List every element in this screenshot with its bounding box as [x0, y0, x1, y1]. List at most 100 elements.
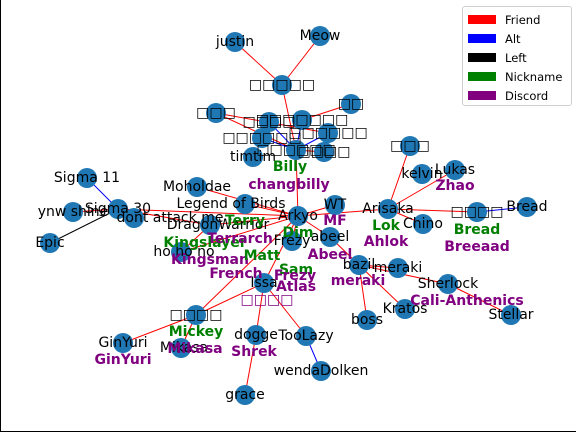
node-label-wt: WT [324, 197, 347, 213]
node-label-wendadolken: wendaDolken [274, 363, 369, 379]
node-box6 [252, 128, 272, 148]
node-label-justin: justin [215, 34, 254, 50]
node-arisaka [378, 199, 398, 219]
node-label-box3: □□ [338, 96, 364, 112]
node-dont [124, 208, 144, 228]
node-lukas [445, 160, 465, 180]
node-label-meow: Meow [300, 28, 341, 44]
node-issa [254, 273, 274, 293]
node-box11 [467, 202, 487, 222]
annotation-discord: MF [323, 213, 347, 229]
node-label-box12: □□□□ [170, 307, 223, 323]
annotation-discord: French [209, 266, 262, 282]
legend-item-nickname: Nickname [468, 67, 571, 86]
node-label-meraki: meraki [374, 260, 423, 276]
annotation-discord: Terrarch [207, 231, 273, 247]
edge-sherlock-stellar [447, 283, 512, 316]
annotation-discord: Breeaad [444, 239, 509, 255]
node-ginyuri [113, 333, 133, 353]
annotation-discord: GinYuri [94, 352, 151, 368]
node-sigma11 [77, 168, 97, 188]
node-box12 [186, 305, 206, 325]
node-label-sherlock: Sherlock [418, 276, 479, 292]
annotations-layer: BillychangbillyTerryZhaoMFDimKingslayerK… [94, 159, 523, 368]
node-label-dont: dont attack me [117, 210, 224, 226]
annotation-nickname: Kingslayer [163, 235, 246, 251]
node-label-mikasa: Mikasa [160, 340, 208, 356]
node-wt [325, 195, 345, 215]
node-box10 [400, 136, 420, 156]
annotation-discord: Ahlok [364, 234, 409, 250]
legend-label-nickname: Nickname [505, 69, 563, 84]
edge-hohono-arkyo [180, 215, 299, 253]
edge-bazil-kratos [358, 264, 406, 310]
node-label-hohono: ho ho no [153, 244, 214, 260]
node-label-stellar: Stellar [488, 307, 533, 323]
node-box7 [318, 123, 338, 143]
node-bread [517, 197, 537, 217]
edge-issa-box12 [195, 282, 265, 316]
node-label-sigma30: Sigma 30 [85, 201, 151, 217]
node-label-sigma11: Sigma 11 [54, 170, 120, 186]
node-hohono [171, 242, 191, 262]
node-dragonwarrior [200, 215, 220, 235]
node-box2 [206, 103, 226, 123]
legend-label-friend: Friend [505, 12, 541, 27]
edge-arisaka-lukas [387, 169, 456, 210]
edge-arisaka-box11 [387, 208, 478, 213]
node-label-box8: □□□□ [243, 114, 296, 130]
node-label-chino: Chino [403, 216, 443, 232]
annotation-discord: Zhao [435, 178, 475, 194]
edge-meow-box1 [281, 35, 321, 86]
node-box9 [314, 142, 334, 162]
node-box4 [292, 110, 312, 130]
legend-item-alt: Alt [468, 29, 571, 48]
node-sigma30 [108, 199, 128, 219]
annotation-discord: Cali-Anthenics [410, 293, 523, 309]
node-box8 [259, 112, 279, 132]
annotation-discord: meraki [331, 273, 386, 289]
node-meow [310, 26, 330, 46]
edge-box1-box5 [281, 84, 297, 151]
node-kratos [395, 299, 415, 319]
edge-dragonwarrior-arkyo [209, 215, 299, 226]
legend-swatch-nickname [468, 72, 496, 81]
node-label-epic: Epic [35, 235, 64, 251]
node-label-box9: □□□□ [298, 144, 351, 160]
legend-item-friend: Friend [468, 10, 571, 29]
annotation-nickname: Sam [279, 262, 313, 278]
annotation-discord: Abeel [308, 247, 353, 263]
node-stellar [501, 305, 521, 325]
legend-swatch-left [468, 53, 496, 62]
annotation-discord: Atlas [276, 279, 316, 295]
node-grace [235, 385, 255, 405]
node-abeel [320, 227, 340, 247]
legend: Friend Alt Left Nickname Discord [462, 6, 572, 106]
annotation-nickname: Billy [273, 159, 307, 175]
node-label-grace: grace [225, 387, 265, 403]
node-dogge [246, 325, 266, 345]
node-label-moholdae: Moholdae [163, 179, 231, 195]
node-label-ginyuri: GinYuri [98, 335, 147, 351]
node-wendadolken [311, 361, 331, 381]
edge-box5-arkyo [295, 149, 299, 217]
node-label-dogge: dogge [234, 327, 278, 343]
edge-box12-ginyuri [122, 314, 197, 344]
node-mikasa [171, 338, 191, 358]
annotation-nickname: Terry [225, 213, 265, 229]
annotation-discord: Shrek [231, 344, 277, 360]
node-toolazy [296, 326, 316, 346]
node-label-boss: boss [351, 312, 383, 328]
legend-label-left: Left [505, 50, 527, 65]
legend-item-left: Left [468, 48, 571, 67]
annotation-discord: Kingsman [171, 252, 249, 268]
node-label-box10: □□□ [390, 138, 430, 154]
node-label-lukas: Lukas [435, 162, 475, 178]
node-chino [413, 214, 433, 234]
node-label-kratos: Kratos [383, 301, 428, 317]
edge-arisaka-box10 [387, 145, 411, 210]
annotation-discord: Mikasa [167, 341, 222, 357]
legend-swatch-alt [468, 34, 496, 43]
edge-issa-toolazy [263, 282, 307, 337]
node-label-box2: □□□ [196, 105, 236, 121]
